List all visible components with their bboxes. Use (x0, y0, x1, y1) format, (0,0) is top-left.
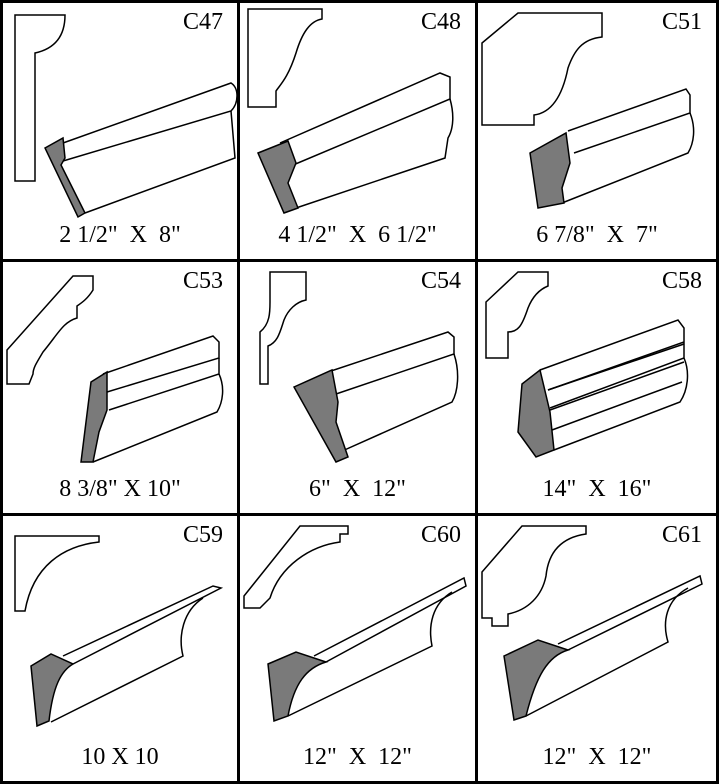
product-cell-c59[interactable]: C59 10 X 10 (3, 516, 240, 781)
product-code: C48 (420, 9, 461, 35)
product-cell-c47[interactable]: C47 2 1/2" X 8" (3, 3, 240, 262)
molding-profile-drawing (14, 14, 237, 219)
product-cell-c61[interactable]: C61 12" X 12" (478, 516, 716, 781)
product-size: 6" X 12" (309, 476, 406, 502)
product-cell-c53[interactable]: C53 8 3/8" X 10" (3, 262, 240, 516)
product-code: C54 (420, 268, 461, 294)
product-size: 6 7/8" X 7" (536, 222, 658, 248)
product-size: 14" X 16" (542, 476, 652, 502)
product-size: 8 3/8" X 10" (59, 476, 181, 502)
product-code: C61 (661, 522, 702, 548)
product-cell-c51[interactable]: C51 6 7/8" X 7" (478, 3, 716, 262)
molding-profile-drawing (14, 535, 224, 728)
product-size: 2 1/2" X 8" (59, 222, 181, 248)
product-code: C59 (182, 522, 223, 548)
product-code: C60 (420, 522, 461, 548)
molding-profile-drawing (481, 12, 695, 209)
product-cell-c60[interactable]: C60 12" X 12" (240, 516, 478, 781)
product-size: 12" X 12" (303, 744, 412, 770)
product-code: C53 (182, 268, 223, 294)
product-cell-c48[interactable]: C48 4 1/2" X 6 1/2" (240, 3, 478, 262)
product-code: C47 (182, 9, 223, 35)
molding-profile-drawing (481, 525, 703, 721)
product-cell-c54[interactable]: C54 6" X 12" (240, 262, 478, 516)
molding-profile-drawing (247, 8, 454, 214)
molding-profile-drawing (6, 275, 224, 463)
product-size: 12" X 12" (542, 744, 652, 770)
product-code: C58 (661, 268, 702, 294)
product-code: C51 (661, 9, 702, 35)
molding-profile-drawing (485, 271, 689, 458)
product-size: 4 1/2" X 6 1/2" (278, 222, 437, 248)
molding-profile-drawing (259, 271, 459, 463)
product-size: 10 X 10 (81, 744, 159, 770)
molding-profile-drawing (243, 525, 467, 723)
product-cell-c58[interactable]: C58 14" X 16" (478, 262, 716, 516)
